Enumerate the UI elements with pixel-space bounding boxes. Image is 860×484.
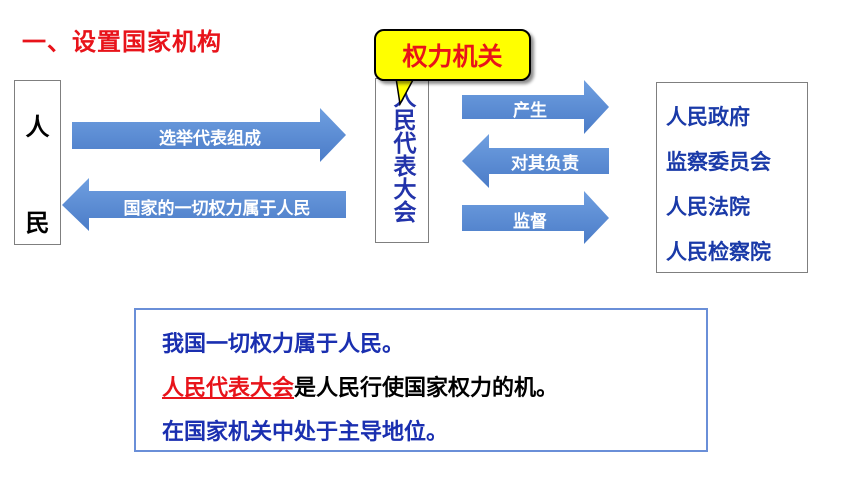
supervise-label: 监督: [513, 212, 547, 232]
power-arrow: [62, 178, 346, 231]
summary-line-1: 我国一切权力属于人民。: [162, 332, 405, 357]
summary-line-2-rest: 是人民行使国家权力的机。: [294, 376, 559, 401]
supervise-arrow: [462, 191, 609, 244]
responsible-arrow: [462, 134, 609, 188]
power-label: 国家的一切权力属于人民: [123, 199, 311, 219]
summary-line-3: 在国家机关中处于主导地位。: [162, 420, 449, 445]
npc-box: 人民代表大会: [375, 78, 429, 243]
elect-label: 选举代表组成: [159, 129, 261, 149]
organ-procuratorate: 人民检察院: [666, 240, 771, 264]
state-organs-box: 人民政府 监察委员会 人民法院 人民检察院: [656, 82, 808, 273]
npc-label: 人民代表大会: [389, 85, 415, 223]
power-organ-callout: 权力机关: [374, 29, 531, 81]
people-char-1: 人: [25, 113, 50, 141]
summary-line-2: 人民代表大会是人民行使国家权力的机。: [162, 370, 558, 402]
people-box: 人 民: [14, 80, 61, 245]
summary-highlight: 人民代表大会: [162, 376, 295, 401]
produce-label: 产生: [513, 101, 547, 121]
organ-government: 人民政府: [666, 105, 750, 129]
organ-supervision-commission: 监察委员会: [666, 150, 771, 174]
section-title: 一、设置国家机构: [22, 28, 222, 56]
people-char-2: 民: [25, 209, 50, 237]
organ-court: 人民法院: [666, 195, 750, 219]
produce-arrow: [462, 80, 609, 134]
elect-arrow: [72, 108, 346, 162]
responsible-label: 对其负责: [511, 154, 579, 174]
summary-box: 我国一切权力属于人民。 人民代表大会是人民行使国家权力的机。 在国家机关中处于主…: [134, 308, 708, 452]
